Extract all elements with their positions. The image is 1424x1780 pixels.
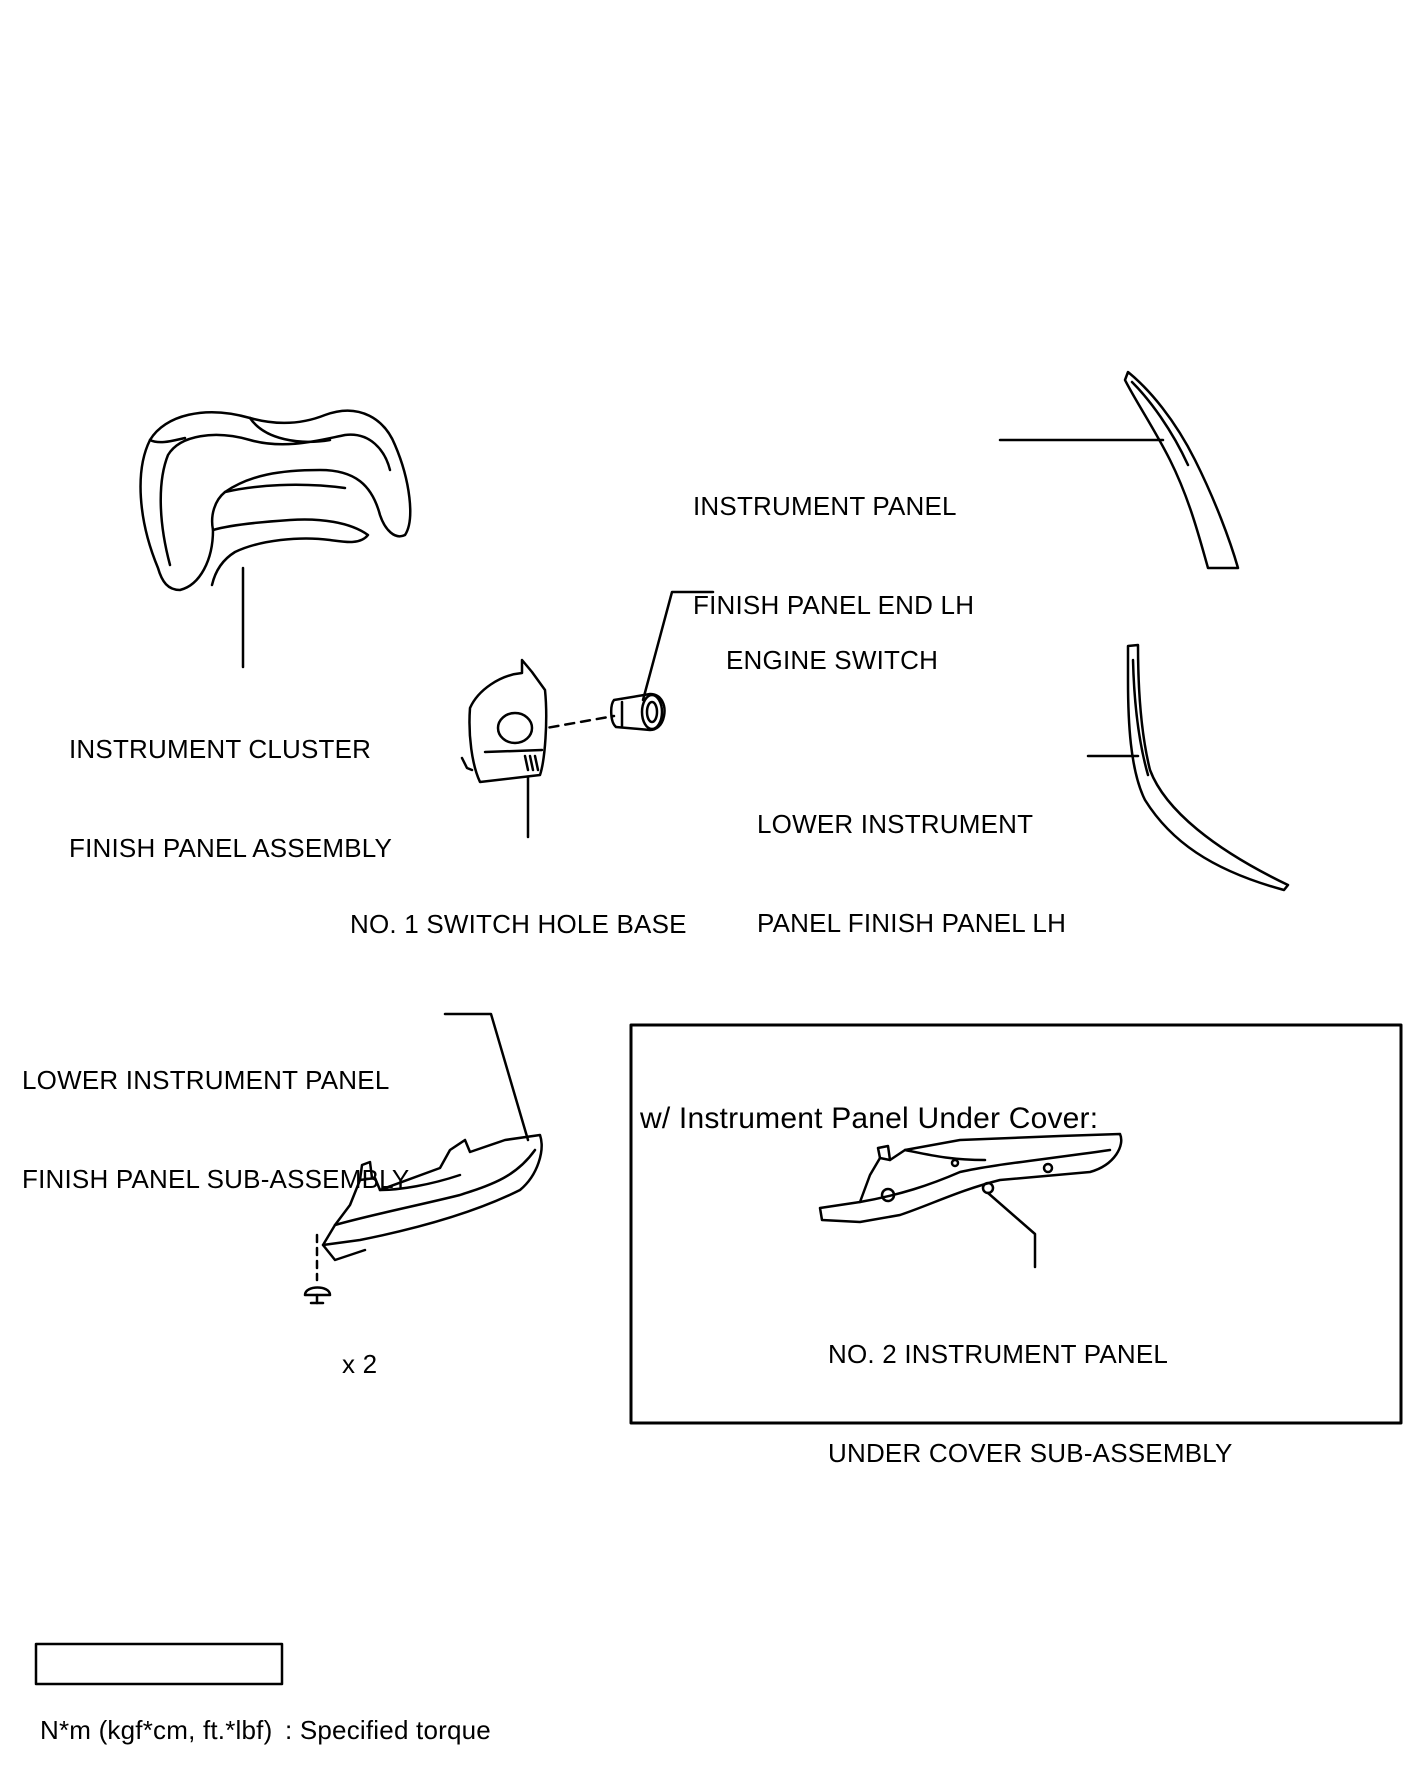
- torque-legend-unit: N*m (kgf*cm, ft.*lbf): [40, 1715, 273, 1745]
- engine-switch-drawing: [610, 692, 666, 732]
- label-lower-instrument-panel-finish-panel-lh: LOWER INSTRUMENT PANEL FINISH PANEL LH: [757, 809, 1067, 938]
- inset-title: w/ Instrument Panel Under Cover:: [640, 1102, 1099, 1135]
- under-cover-drawing: [818, 1132, 1123, 1224]
- label-instrument-cluster-finish-panel: INSTRUMENT CLUSTER FINISH PANEL ASSEMBLY: [69, 734, 393, 863]
- label-no1-switch-hole-base: NO. 1 SWITCH HOLE BASE: [350, 909, 687, 939]
- under-cover-leader: [986, 1191, 1037, 1269]
- lower-panel-sub-assembly-drawing: [321, 1133, 543, 1262]
- switch-hole-base-drawing: [460, 658, 548, 784]
- clip-drawing: [303, 1233, 332, 1305]
- label-engine-switch: ENGINE SWITCH: [726, 645, 939, 675]
- finish-panel-end-lh-drawing: [1123, 370, 1240, 570]
- label-clip-count: x 2: [342, 1349, 378, 1379]
- torque-legend-text: : Specified torque: [285, 1715, 491, 1745]
- label-instrument-panel-finish-panel-end-lh: INSTRUMENT PANEL FINISH PANEL END LH: [693, 491, 975, 620]
- label-no2-under-cover-sub-assembly: NO. 2 INSTRUMENT PANEL UNDER COVER SUB-A…: [828, 1339, 1233, 1468]
- lower-panel-sub-leader: [443, 1012, 530, 1142]
- label-lower-instrument-panel-sub-assembly: LOWER INSTRUMENT PANEL FINISH PANEL SUB-…: [22, 1065, 410, 1194]
- torque-legend-box: [34, 1642, 284, 1686]
- instrument-cluster-finish-panel-drawing: [139, 409, 412, 592]
- lower-panel-finish-lh-drawing: [1126, 643, 1290, 892]
- engine-switch-leader: [641, 590, 715, 702]
- inset-frame: [629, 1023, 1403, 1425]
